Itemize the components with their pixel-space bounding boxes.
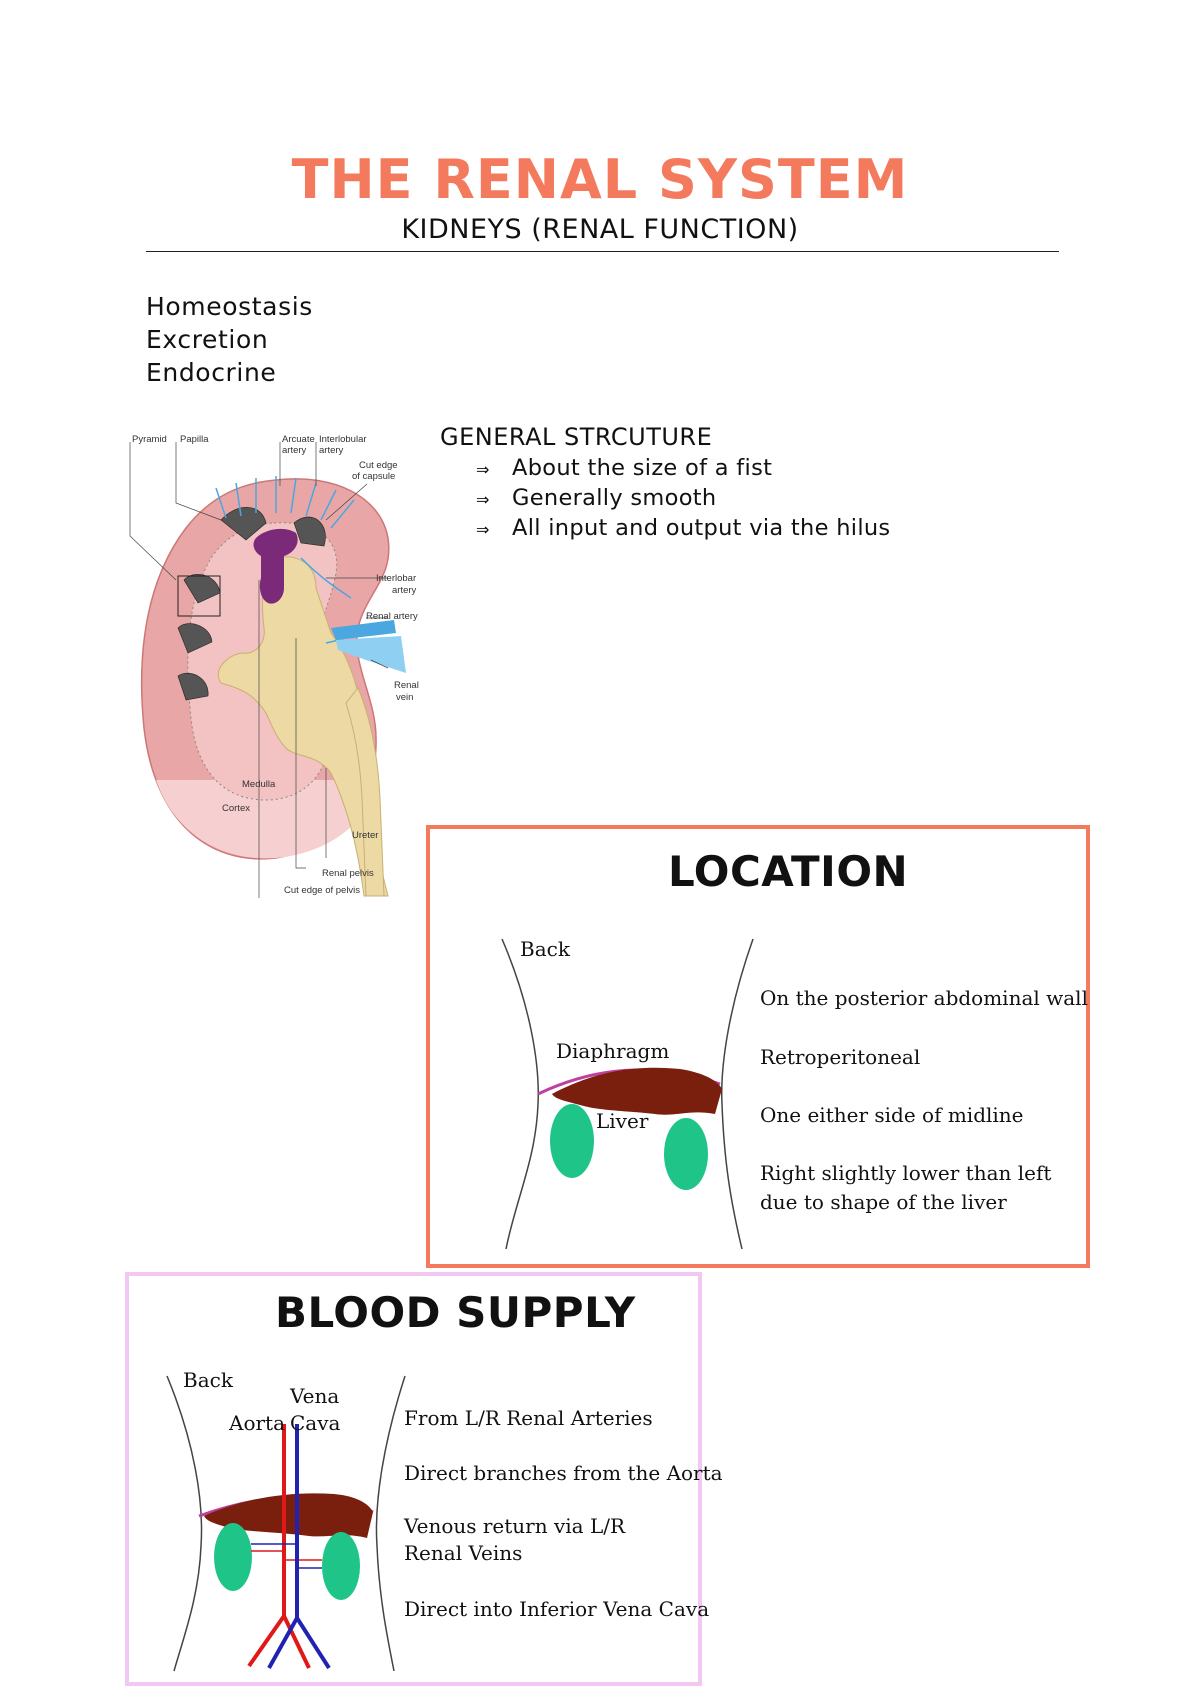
vena-cava-vessel [267,1424,331,1670]
back-label: Back [183,1368,233,1392]
diagram-pointer-lines [129,442,389,898]
kidney-label: Pyramid [132,434,167,445]
renal-pyramids [177,507,326,701]
function-item: Homeostasis [146,292,313,321]
location-diagram [501,938,754,1250]
blood-supply-point: From L/R Renal Arteries [404,1406,653,1430]
left-kidney-shape [214,1523,252,1591]
right-kidney-shape [664,1118,708,1190]
kidney-label: Renal artery [366,611,418,622]
body-outline-left [501,938,539,1250]
blood-supply-point: Direct into Inferior Vena Cava [404,1597,710,1621]
location-title: LOCATION [668,847,909,896]
kidney-label: artery [392,585,417,596]
renal-calyx [253,528,298,604]
blood-supply-point: Venous return via L/R [404,1514,626,1538]
blood-supply-diagram [166,1375,406,1672]
back-label: Back [520,937,570,961]
arrow-icon: ⇒ [476,490,490,509]
kidney-label: artery [282,445,307,456]
kidney-cross-section-diagram: Pyramid Papilla Arcuate artery Interlobu… [129,434,419,898]
liver-shape [204,1493,373,1538]
location-point: On the posterior abdominal wall [760,986,1088,1010]
left-kidney-shape [550,1104,594,1178]
location-point: Retroperitoneal [760,1045,921,1069]
aorta-label: Aorta [229,1411,286,1435]
diaphragm-label: Diaphragm [556,1039,670,1063]
structure-item-text: All input and output via the hilus [512,515,891,541]
renal-pelvis [218,556,389,897]
kidney-label: Medulla [242,779,276,790]
structure-item: ⇒ All input and output via the hilus [476,514,890,544]
title-divider [146,251,1059,252]
page-title: THE RENAL SYSTEM [291,148,909,211]
body-outline-right [721,938,754,1250]
functions-list: Homeostasis Excretion Endocrine [146,290,313,389]
arrow-icon: ⇒ [476,520,490,539]
kidney-label: Ureter [352,830,378,841]
right-kidney-shape [322,1532,360,1600]
function-item: Endocrine [146,358,277,387]
ureter [345,687,385,897]
kidney-label: vein [396,692,413,703]
structure-item: ⇒ Generally smooth [476,484,890,514]
liver-label: Liver [596,1109,649,1133]
pyramid-highlight-box [177,575,221,617]
cava-label: Cava [290,1411,341,1435]
blood-supply-panel: BLOOD SUPPLY Back Vena Aorta Cava From L… [125,1272,723,1686]
kidney-label: artery [319,445,344,456]
structure-item-text: About the size of a fist [512,455,773,481]
kidney-label: Interlobular [319,434,367,445]
body-outline-right [375,1375,406,1672]
blood-supply-title: BLOOD SUPPLY [275,1288,636,1337]
function-item: Excretion [146,325,269,354]
blood-supply-point: Direct branches from the Aorta [404,1461,723,1485]
kidney-label: Interlobar [376,573,416,584]
structure-item: ⇒ About the size of a fist [476,454,890,484]
kidney-label: of capsule [352,471,395,482]
body-outline-left [166,1375,203,1672]
page-subtitle: KIDNEYS (RENAL FUNCTION) [401,214,799,245]
kidney-label: Arcuate [282,434,315,445]
location-point: Right slightly lower than left [760,1161,1052,1185]
location-point: One either side of midline [760,1103,1024,1127]
aorta-vessel [247,1424,311,1669]
kidney-label: Renal pelvis [322,868,374,879]
kidney-label: Papilla [180,434,209,445]
kidney-label: Cut edge [359,460,398,471]
location-point: due to shape of the liver [760,1190,1007,1214]
kidney-lower-band [156,780,376,859]
renal-vein [336,636,406,673]
renal-artery [331,620,396,640]
vena-label: Vena [290,1384,340,1408]
structure-item-text: Generally smooth [512,485,717,511]
liver-shape [552,1067,722,1115]
general-structure-list: ⇒ About the size of a fist ⇒ Generally smo… [476,454,890,544]
kidney-label: Cut edge of pelvis [284,885,360,896]
kidney-label: Cortex [222,803,250,814]
general-structure-heading: GENERAL STRCUTURE [440,423,713,451]
arrow-icon: ⇒ [476,460,490,479]
kidney-label: Renal [394,680,419,691]
blood-supply-point: Renal Veins [404,1541,523,1565]
location-panel: LOCATION Back Diaphragm Liver On the pos… [426,825,1090,1268]
